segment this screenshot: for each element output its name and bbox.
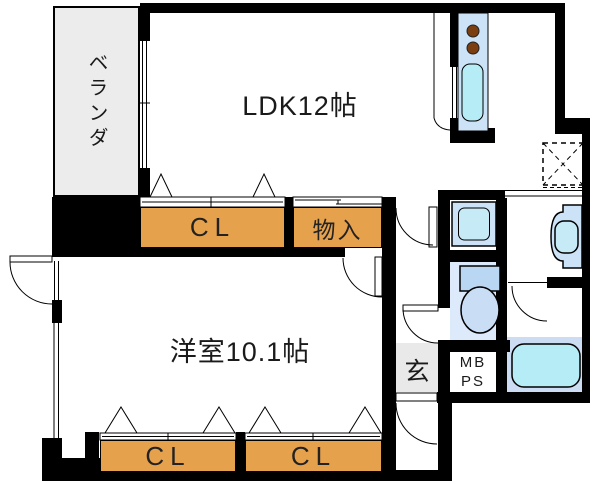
refrigerator-space-icon (542, 142, 584, 186)
closet-middle-label: CL (189, 212, 236, 242)
wall-segment (52, 197, 140, 257)
balcony-label: ベランダ (85, 52, 107, 152)
room-entrance-floor (396, 343, 438, 392)
wall-segment (438, 190, 505, 200)
wall-segment (236, 432, 245, 480)
wall-segment (437, 392, 590, 403)
meter-pipe-space-label: MB PS (448, 353, 498, 391)
closet-bottom-right-label: CL (290, 440, 337, 471)
wall-segment (138, 248, 345, 257)
stove-burner-icon (466, 24, 480, 38)
wall-segment (555, 118, 590, 134)
wall-segment (438, 250, 507, 262)
room-balcony (53, 6, 140, 197)
entrance-label: 玄 (404, 358, 430, 386)
closet-bottom-left: CL (100, 440, 236, 472)
closet-bottom-left-label: CL (145, 440, 191, 471)
kitchen-counter (457, 12, 489, 132)
wall-segment (496, 198, 507, 403)
wall-segment (438, 392, 452, 481)
storage-label: 物入 (312, 216, 363, 243)
wall-segment (140, 3, 565, 13)
vanity-basin-icon (550, 204, 583, 269)
storage-box: 物入 (293, 207, 382, 248)
meter-box-label: MB (459, 354, 487, 371)
wall-segment (42, 470, 452, 481)
wall-segment (450, 118, 458, 130)
room-toilet (450, 262, 496, 340)
wall-segment (438, 340, 510, 352)
wall-segment (285, 197, 293, 257)
closet-middle: CL (140, 207, 285, 248)
washing-machine-pan-icon (451, 201, 497, 247)
wall-segment (52, 300, 62, 323)
wall-segment (555, 3, 565, 130)
wall-segment (450, 13, 458, 67)
wall-segment (582, 128, 590, 403)
pipe-space-label: PS (460, 373, 485, 390)
wall-segment (382, 197, 396, 481)
wall-segment (140, 168, 150, 197)
wall-segment (438, 345, 450, 392)
kitchen-sink-icon (461, 63, 484, 122)
wall-segment (450, 128, 495, 143)
room-bathroom-lower (507, 337, 582, 393)
stove-burner-icon (466, 41, 480, 55)
western-room-label: 洋室10.1帖 (169, 337, 311, 367)
wall-segment (85, 432, 99, 480)
wall-segment (547, 277, 590, 288)
wall-segment (438, 190, 450, 308)
ldk-label: LDK12帖 (242, 91, 358, 121)
closet-bottom-right: CL (245, 440, 382, 472)
wall-segment (140, 10, 150, 41)
